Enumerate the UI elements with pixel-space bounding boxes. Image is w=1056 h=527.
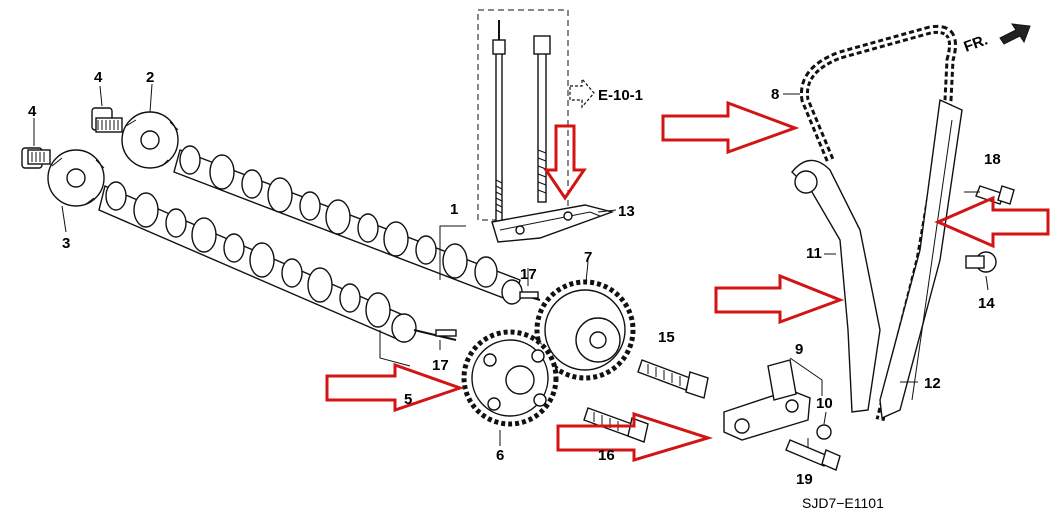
part-label-2: 2 (146, 69, 154, 86)
part-label-4-lower: 4 (28, 103, 37, 120)
part-label-7: 7 (584, 249, 592, 266)
part-label-17-lower: 17 (432, 357, 449, 374)
chain-guide-b (491, 204, 615, 243)
guide-bolt-long (492, 20, 506, 224)
part-label-11: 11 (806, 245, 822, 262)
chain-guide-12 (879, 98, 963, 420)
part-label-15: 15 (658, 329, 675, 346)
part-label-6: 6 (496, 447, 504, 464)
part-label-8: 8 (771, 86, 779, 103)
reference-label: E-10-1 (598, 87, 643, 104)
vtc-actuator-sprocket (534, 279, 636, 381)
highlight-arrow-6 (556, 411, 714, 463)
sprocket-bolt-15 (637, 359, 709, 399)
highlight-arrow-4 (714, 273, 845, 325)
front-label: FR. (962, 32, 991, 56)
guide-bolt-18 (975, 185, 1015, 205)
part-label-14: 14 (978, 295, 995, 312)
part-label-9: 9 (795, 341, 803, 358)
cam-chain (799, 24, 957, 422)
plug-bolt-upper (91, 107, 123, 133)
part-labels: 4 2 4 3 1 17 17 5 6 7 13 15 16 9 10 19 8… (28, 69, 1001, 488)
dowel-pin-upper (519, 291, 539, 299)
leader-lines (33, 83, 989, 448)
tensioner-arm-11 (791, 159, 881, 413)
part-label-16: 16 (598, 447, 615, 464)
chain-tensioner (723, 359, 811, 441)
front-direction-arrow: FR. (962, 23, 1031, 56)
highlight-arrow-1 (661, 100, 800, 155)
part-label-1: 1 (450, 201, 458, 218)
part-label-13: 13 (618, 203, 635, 220)
drawing-code: SJD7−E1101 (802, 495, 884, 511)
part-label-4-upper: 4 (94, 69, 103, 86)
reference-arrow: E-10-1 (569, 77, 643, 109)
part-label-3: 3 (62, 235, 70, 252)
part-label-5: 5 (404, 391, 412, 408)
part-label-10: 10 (816, 395, 833, 412)
tensioner-bolt-19 (785, 439, 841, 471)
camshaft-intake (173, 145, 541, 305)
camshaft-exhaust (98, 181, 457, 343)
reference-box (477, 9, 569, 221)
pulse-plate-lower (47, 149, 105, 207)
dowel-pin-lower (435, 329, 457, 337)
guide-bolt-short (533, 35, 551, 203)
part-label-12: 12 (924, 375, 941, 392)
plug-bolt-lower (21, 147, 51, 169)
washer-10 (816, 424, 832, 440)
exhaust-sprocket (461, 329, 559, 427)
guide-bolt-14 (965, 251, 997, 273)
part-label-19: 19 (796, 471, 813, 488)
part-label-17-upper: 17 (520, 266, 537, 283)
highlight-arrow-5 (325, 362, 465, 413)
part-label-18: 18 (984, 151, 1001, 168)
highlight-arrow-3 (934, 195, 1050, 249)
pulse-plate-upper (121, 111, 179, 169)
highlight-arrow-2 (543, 124, 587, 201)
